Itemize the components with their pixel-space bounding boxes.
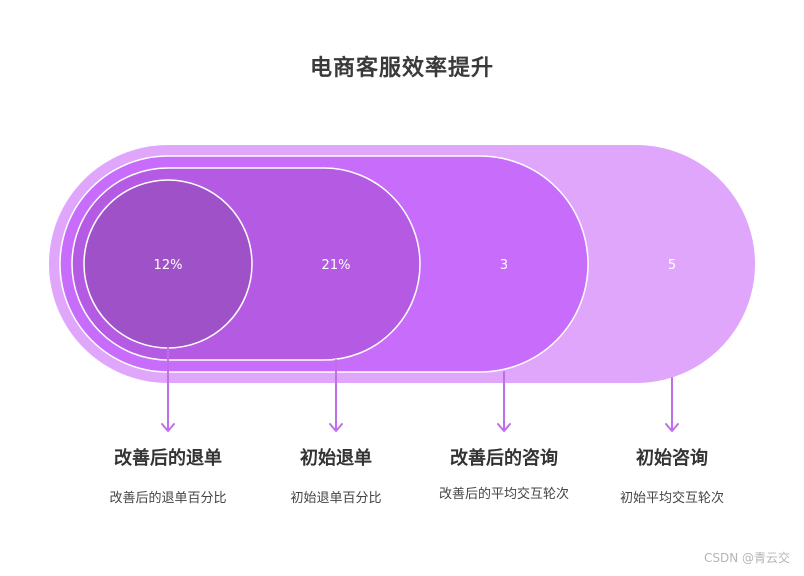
value-improved-return: 12%	[154, 258, 183, 273]
arrow-2	[329, 359, 343, 432]
label-column-1: 改善后的退单 改善后的退单百分比	[93, 444, 243, 508]
label-description: 初始平均交互轮次	[619, 491, 724, 506]
arrow-1	[161, 347, 175, 432]
label-description: 改善后的平均交互轮次	[438, 487, 569, 502]
label-description: 改善后的退单百分比	[109, 491, 227, 506]
label-title: 改善后的咨询	[450, 448, 558, 469]
label-column-4: 初始咨询 初始平均交互轮次	[597, 444, 747, 508]
watermark: CSDN @青云交	[703, 551, 790, 565]
label-column-3: 改善后的咨询 改善后的平均交互轮次	[429, 444, 579, 504]
label-title: 初始退单	[300, 448, 372, 469]
label-column-2: 初始退单 初始退单百分比	[261, 444, 411, 508]
label-title: 改善后的退单	[114, 448, 222, 469]
arrow-3	[497, 371, 511, 432]
value-initial-return: 21%	[322, 258, 351, 273]
value-improved-consult: 3	[500, 258, 508, 273]
value-initial-consult: 5	[668, 258, 676, 273]
label-description: 初始退单百分比	[290, 491, 382, 506]
label-title: 初始咨询	[636, 448, 708, 469]
page-title: 电商客服效率提升	[309, 56, 494, 81]
arrow-4	[665, 377, 679, 432]
